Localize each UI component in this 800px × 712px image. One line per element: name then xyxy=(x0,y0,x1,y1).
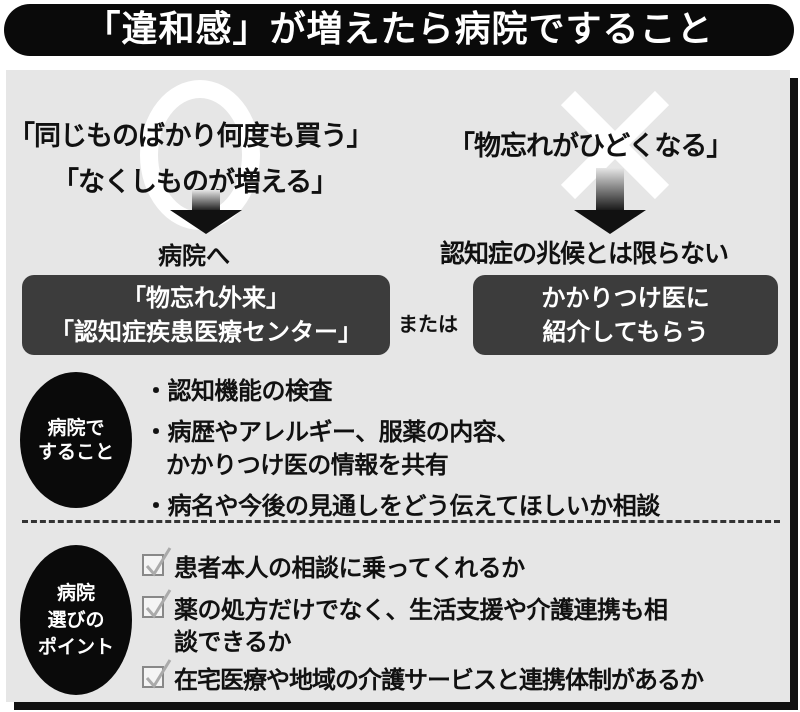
page-title: 「違和感」が増えたら病院ですること xyxy=(4,4,794,56)
task-item: ・認知機能の検査 xyxy=(144,377,333,405)
not-necessarily-dementia-label: 認知症の兆候とは限らない xyxy=(440,239,729,268)
selection-points-badge: 病院 選びの ポイント xyxy=(20,545,132,695)
task-item: ・病歴やアレルギー、服薬の内容、 xyxy=(144,418,520,446)
down-arrow-right-icon xyxy=(574,168,646,234)
checkbox-icon xyxy=(142,589,172,619)
point-item: 患者本人の相談に乗ってくれるか xyxy=(174,554,525,582)
box-line: 「認知症疾患医療センター」 xyxy=(50,318,362,346)
badge-line: すること xyxy=(37,441,114,463)
box-line: 「物忘れ外来」 xyxy=(122,284,290,312)
down-arrow-left-icon xyxy=(170,190,242,234)
point-item: 薬の処方だけでなく、生活支援や介護連携も相 xyxy=(174,596,668,624)
badge-line: 選びの xyxy=(47,608,105,631)
task-item-continued: かかりつけ医の情報を共有 xyxy=(166,451,449,479)
symptom-forgetfulness: 「物忘れがひどくなる」 xyxy=(448,131,733,162)
badge-line: 病院で xyxy=(47,417,105,439)
badge-line: ポイント xyxy=(37,635,114,658)
to-hospital-label: 病院へ xyxy=(158,242,230,270)
cross-mark-icon xyxy=(560,90,670,200)
point-item-continued: 談できるか xyxy=(174,628,292,656)
box-line: かかりつけ医に xyxy=(541,284,710,312)
checkbox-icon xyxy=(142,659,172,689)
specialist-clinic-box: 「物忘れ外来」 「認知症疾患医療センター」 xyxy=(22,275,390,355)
task-item: ・病名や今後の見通しをどう伝えてほしいか相談 xyxy=(144,492,660,520)
checkbox-icon xyxy=(142,547,172,577)
or-label: または xyxy=(398,312,458,336)
section-divider xyxy=(22,520,780,523)
hospital-tasks-badge: 病院で すること xyxy=(20,372,132,508)
point-item: 在宅医療や地域の介護サービスと連携体制があるか xyxy=(174,666,704,694)
symptom-repeat-buying: 「同じものばかり何度も買う」 xyxy=(8,121,374,152)
badge-line: 病院 xyxy=(56,581,95,604)
family-doctor-box: かかりつけ医に 紹介してもらう xyxy=(473,275,778,355)
box-line: 紹介してもらう xyxy=(542,318,709,346)
